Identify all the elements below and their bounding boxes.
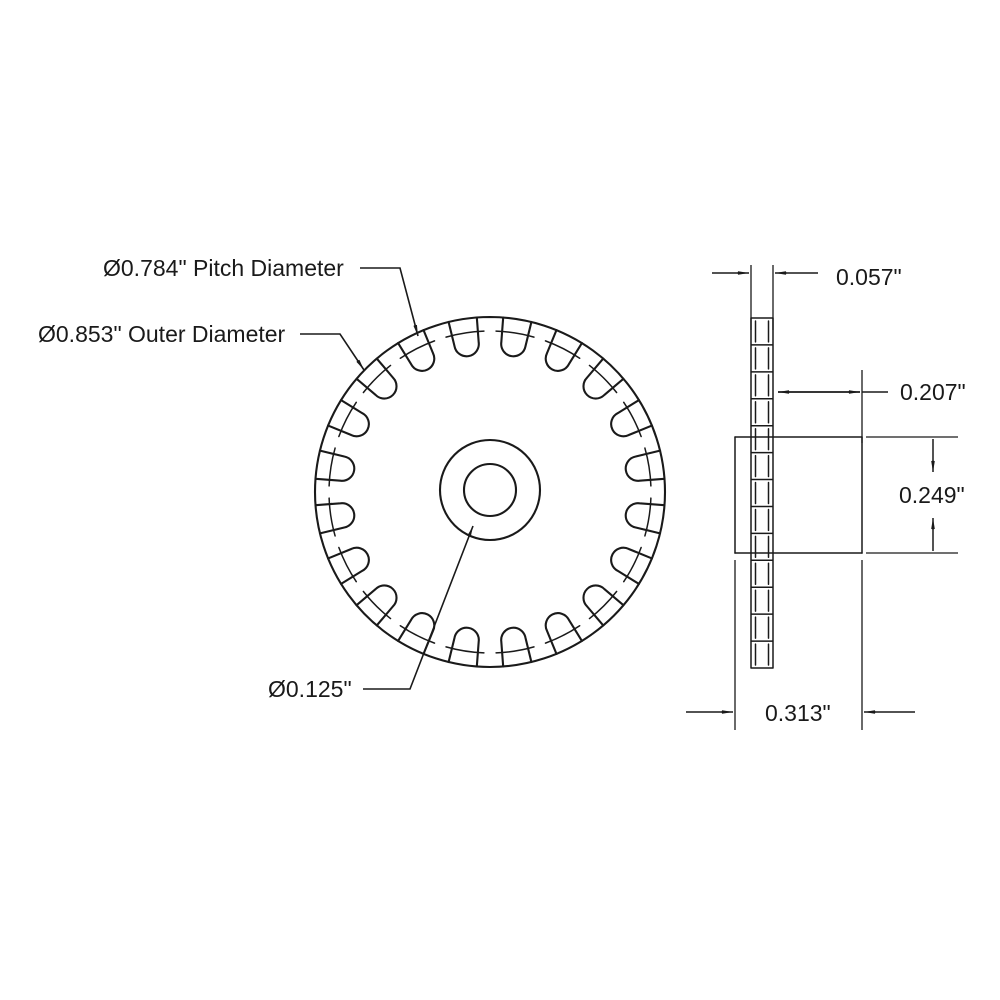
dimension-overall-width: 0.313" — [686, 560, 915, 730]
dimension-annotations: 0.057" 0.207" 0.249" — [686, 264, 966, 730]
leader-bore-diameter — [363, 525, 474, 690]
front-view-group — [313, 315, 667, 669]
dimension-hub-diameter: 0.249" — [866, 436, 965, 554]
label-bore-diameter: Ø0.125" — [268, 676, 352, 702]
dimension-overall-width-text: 0.313" — [765, 700, 831, 726]
center-bore-circle — [462, 462, 518, 518]
sprocket-tooth-profile — [313, 315, 667, 669]
side-view-disc — [750, 317, 774, 669]
leader-outer-diameter — [300, 333, 365, 371]
hub-outer-circle — [438, 438, 542, 542]
label-pitch-diameter: Ø0.784" Pitch Diameter — [103, 255, 344, 281]
dimension-hub-diameter-text: 0.249" — [899, 482, 965, 508]
side-view-group — [734, 317, 863, 669]
sprocket-outer-circle — [313, 315, 667, 669]
sprocket-tooth-pockets — [314, 316, 666, 668]
pitch-circle-arc — [328, 330, 652, 654]
side-view-disc-profile — [750, 317, 774, 669]
dimension-hub-projection: 0.207" — [778, 370, 966, 443]
leader-pitch-diameter — [360, 267, 419, 337]
dimension-thickness: 0.057" — [712, 264, 902, 330]
dimension-thickness-text: 0.057" — [836, 264, 902, 290]
label-outer-diameter: Ø0.853" Outer Diameter — [38, 321, 286, 347]
leader-annotations: Ø0.784" Pitch Diameter Ø0.853" Outer Dia… — [38, 255, 474, 702]
pitch-circle-hidden-line — [328, 330, 652, 654]
hub-boss-block — [734, 436, 863, 554]
dimension-hub-projection-text: 0.207" — [900, 379, 966, 405]
